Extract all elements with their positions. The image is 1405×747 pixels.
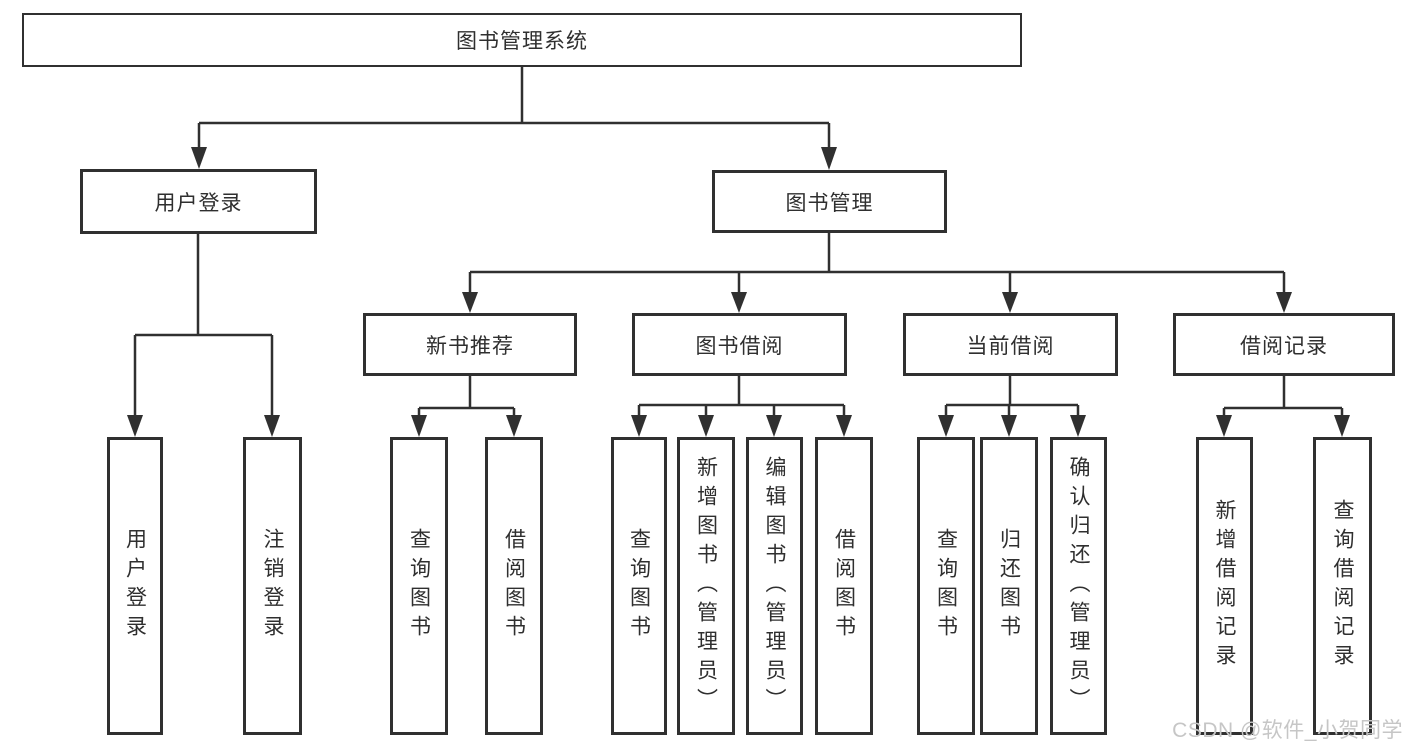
leaf-label: 用户登录 [123, 528, 147, 644]
leaf-query-books-current: 查询图书 [917, 437, 975, 735]
leaf-return-books: 归还图书 [980, 437, 1038, 735]
leaf-add-borrow-record: 新增借阅记录 [1196, 437, 1253, 735]
node-new-book-recommendation: 新书推荐 [363, 313, 577, 376]
node-current-borrowing: 当前借阅 [903, 313, 1118, 376]
leaf-label: 借阅图书 [502, 528, 526, 644]
node-label: 用户登录 [154, 191, 243, 215]
connector-current-borrow [944, 376, 1080, 418]
leaf-add-books-admin: 新增图书（管理员） [677, 437, 735, 735]
leaf-label: 新增借阅记录 [1213, 499, 1236, 673]
leaf-label: 借阅图书 [832, 528, 856, 644]
connector-user-login [133, 234, 274, 418]
leaf-label: 查询图书 [934, 528, 958, 644]
leaf-label: 编辑图书（管理员） [763, 455, 786, 717]
leaf-borrow-books-recommend: 借阅图书 [485, 437, 543, 735]
node-book-management: 图书管理 [712, 170, 947, 233]
node-borrowing-records: 借阅记录 [1173, 313, 1395, 376]
leaf-logout: 注销登录 [243, 437, 302, 735]
leaf-label: 归还图书 [997, 528, 1021, 644]
leaf-borrow-books-borrowing: 借阅图书 [815, 437, 873, 735]
leaf-label: 注销登录 [261, 528, 284, 644]
connector-root [197, 67, 831, 150]
node-book-borrowing: 图书借阅 [632, 313, 847, 376]
leaf-confirm-return-admin: 确认归还（管理员） [1050, 437, 1107, 735]
node-label: 当前借阅 [966, 334, 1055, 358]
leaf-user-login: 用户登录 [107, 437, 163, 735]
node-label: 图书管理系统 [456, 30, 588, 53]
node-label: 借阅记录 [1240, 334, 1328, 358]
node-label: 图书管理 [785, 191, 874, 215]
node-library-system: 图书管理系统 [22, 13, 1022, 67]
connector-new-book [417, 376, 516, 418]
watermark: CSDN @软件_小贺同学 [1172, 719, 1403, 742]
leaf-label: 查询图书 [627, 528, 651, 644]
node-label: 图书借阅 [695, 334, 784, 358]
connector-book-management [468, 233, 1286, 294]
leaf-label: 查询借阅记录 [1331, 499, 1354, 673]
node-label: 新书推荐 [426, 334, 514, 358]
leaf-query-borrow-record: 查询借阅记录 [1313, 437, 1372, 735]
node-user-login: 用户登录 [80, 169, 317, 234]
leaf-query-books-recommend: 查询图书 [390, 437, 448, 735]
connector-borrow-records [1222, 376, 1344, 418]
leaf-edit-books-admin: 编辑图书（管理员） [746, 437, 803, 735]
leaf-label: 查询图书 [407, 528, 431, 644]
leaf-query-books-borrowing: 查询图书 [611, 437, 667, 735]
connector-book-borrow [637, 376, 846, 418]
leaf-label: 确认归还（管理员） [1067, 455, 1090, 717]
leaf-label: 新增图书（管理员） [694, 455, 718, 717]
